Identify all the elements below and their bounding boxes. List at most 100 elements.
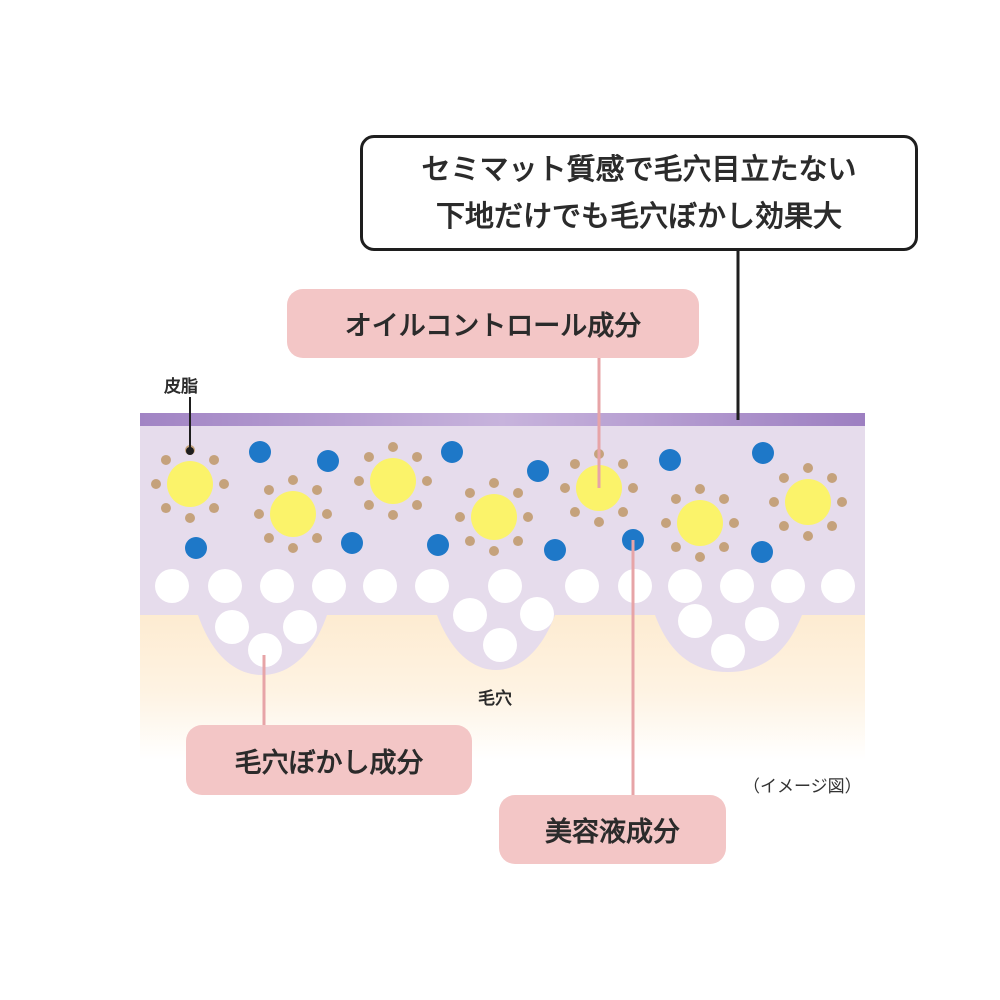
sebum-dot	[363, 451, 374, 462]
sebum-dot	[412, 500, 423, 511]
oil-control-particle	[677, 500, 723, 546]
oil-control-particles	[151, 442, 847, 562]
pore-blur-particle	[520, 597, 554, 631]
sebum-dot	[288, 543, 298, 553]
pore-blur-particle	[483, 628, 517, 662]
sebum-dot	[719, 542, 730, 553]
serum-particle	[185, 537, 207, 559]
top-band	[140, 413, 865, 426]
pore-blur-particle	[565, 569, 599, 603]
image-caption: （イメージ図）	[743, 777, 862, 797]
sebum-dot	[412, 451, 423, 462]
sebum-dot	[388, 510, 398, 520]
pore-blur-particle	[771, 569, 805, 603]
pore-blur-particle	[215, 610, 249, 644]
pore-blur-particle	[745, 607, 779, 641]
serum-particle	[249, 441, 271, 463]
sebum-dot	[560, 483, 570, 493]
sebum-label: 皮脂	[164, 377, 198, 397]
pore-blur-particle	[155, 569, 189, 603]
sebum-dot	[695, 552, 705, 562]
pore-blur-particle	[312, 569, 346, 603]
sebum-dot	[422, 476, 432, 486]
sebum-dot	[594, 517, 604, 527]
pore-blur-particle	[720, 569, 754, 603]
sebum-dot	[769, 497, 779, 507]
sebum-dot	[513, 487, 524, 498]
pore-blur-particle	[453, 598, 487, 632]
oil-control-particle	[370, 458, 416, 504]
sebum-dot	[670, 493, 681, 504]
sebum-dot	[729, 518, 739, 528]
serum-particle	[427, 534, 449, 556]
serum-particle	[341, 532, 363, 554]
serum-label: 美容液成分	[499, 795, 726, 864]
main-callout-line1: セミマット質感で毛穴目立たない	[421, 152, 857, 186]
sebum-dot	[254, 509, 264, 519]
pore-blur-particle	[283, 610, 317, 644]
pore-blur-particle	[668, 569, 702, 603]
oil-control-particle	[785, 479, 831, 525]
sebum-dot	[569, 507, 580, 518]
sebum-dot	[670, 542, 681, 553]
serum-particle	[752, 442, 774, 464]
pore-blur-particle	[415, 569, 449, 603]
sebum-dot	[151, 479, 161, 489]
sebum-dot	[778, 521, 789, 532]
sebum-dot	[489, 478, 499, 488]
serum-particles	[185, 441, 774, 563]
sebum-dot	[464, 487, 475, 498]
pore-blur-particle	[488, 569, 522, 603]
sebum-marker	[186, 447, 194, 455]
pore-blur-particle	[208, 569, 242, 603]
main-callout: セミマット質感で毛穴目立たない 下地だけでも毛穴ぼかし効果大	[360, 135, 918, 251]
sebum-dot	[719, 493, 730, 504]
sebum-dot	[312, 533, 323, 544]
serum-particle	[441, 441, 463, 463]
serum-particle	[659, 449, 681, 471]
oil-control-particle	[471, 494, 517, 540]
pore-label: 毛穴	[478, 689, 512, 709]
sebum-dot	[209, 454, 220, 465]
sebum-dot	[827, 521, 838, 532]
sebum-dot	[322, 509, 332, 519]
sebum-dot	[160, 454, 171, 465]
sebum-dot	[185, 513, 195, 523]
sebum-dot	[263, 533, 274, 544]
sebum-dot	[288, 475, 298, 485]
oil-control-particle	[167, 461, 213, 507]
sebum-dot	[618, 507, 629, 518]
sebum-dot	[263, 484, 274, 495]
sebum-dot	[827, 472, 838, 483]
sebum-dot	[523, 512, 533, 522]
oil-control-particle	[270, 491, 316, 537]
leader-lines	[189, 251, 740, 795]
pore-blur-particle	[678, 604, 712, 638]
pore-blur-particle	[260, 569, 294, 603]
sebum-dot	[489, 546, 499, 556]
sebum-dot	[219, 479, 229, 489]
serum-particle	[317, 450, 339, 472]
sebum-dot	[618, 458, 629, 469]
sebum-dot	[455, 512, 465, 522]
pore-blur-particle	[618, 569, 652, 603]
main-callout-line2: 下地だけでも毛穴ぼかし効果大	[435, 199, 842, 233]
pore-blur-particle	[248, 633, 282, 667]
sebum-dot	[513, 536, 524, 547]
sebum-dot	[160, 503, 171, 514]
sebum-dot	[803, 531, 813, 541]
serum-particle	[544, 539, 566, 561]
sebum-dot	[778, 472, 789, 483]
pore-blur-particles	[155, 569, 855, 668]
sebum-dot	[569, 458, 580, 469]
sebum-dot	[837, 497, 847, 507]
sebum-dot	[312, 484, 323, 495]
sebum-dot	[661, 518, 671, 528]
pore-blur-label: 毛穴ぼかし成分	[186, 725, 472, 795]
pore-blur-particle	[821, 569, 855, 603]
sebum-dot	[363, 500, 374, 511]
serum-particle	[527, 460, 549, 482]
serum-particle	[751, 541, 773, 563]
sebum-dot	[464, 536, 475, 547]
